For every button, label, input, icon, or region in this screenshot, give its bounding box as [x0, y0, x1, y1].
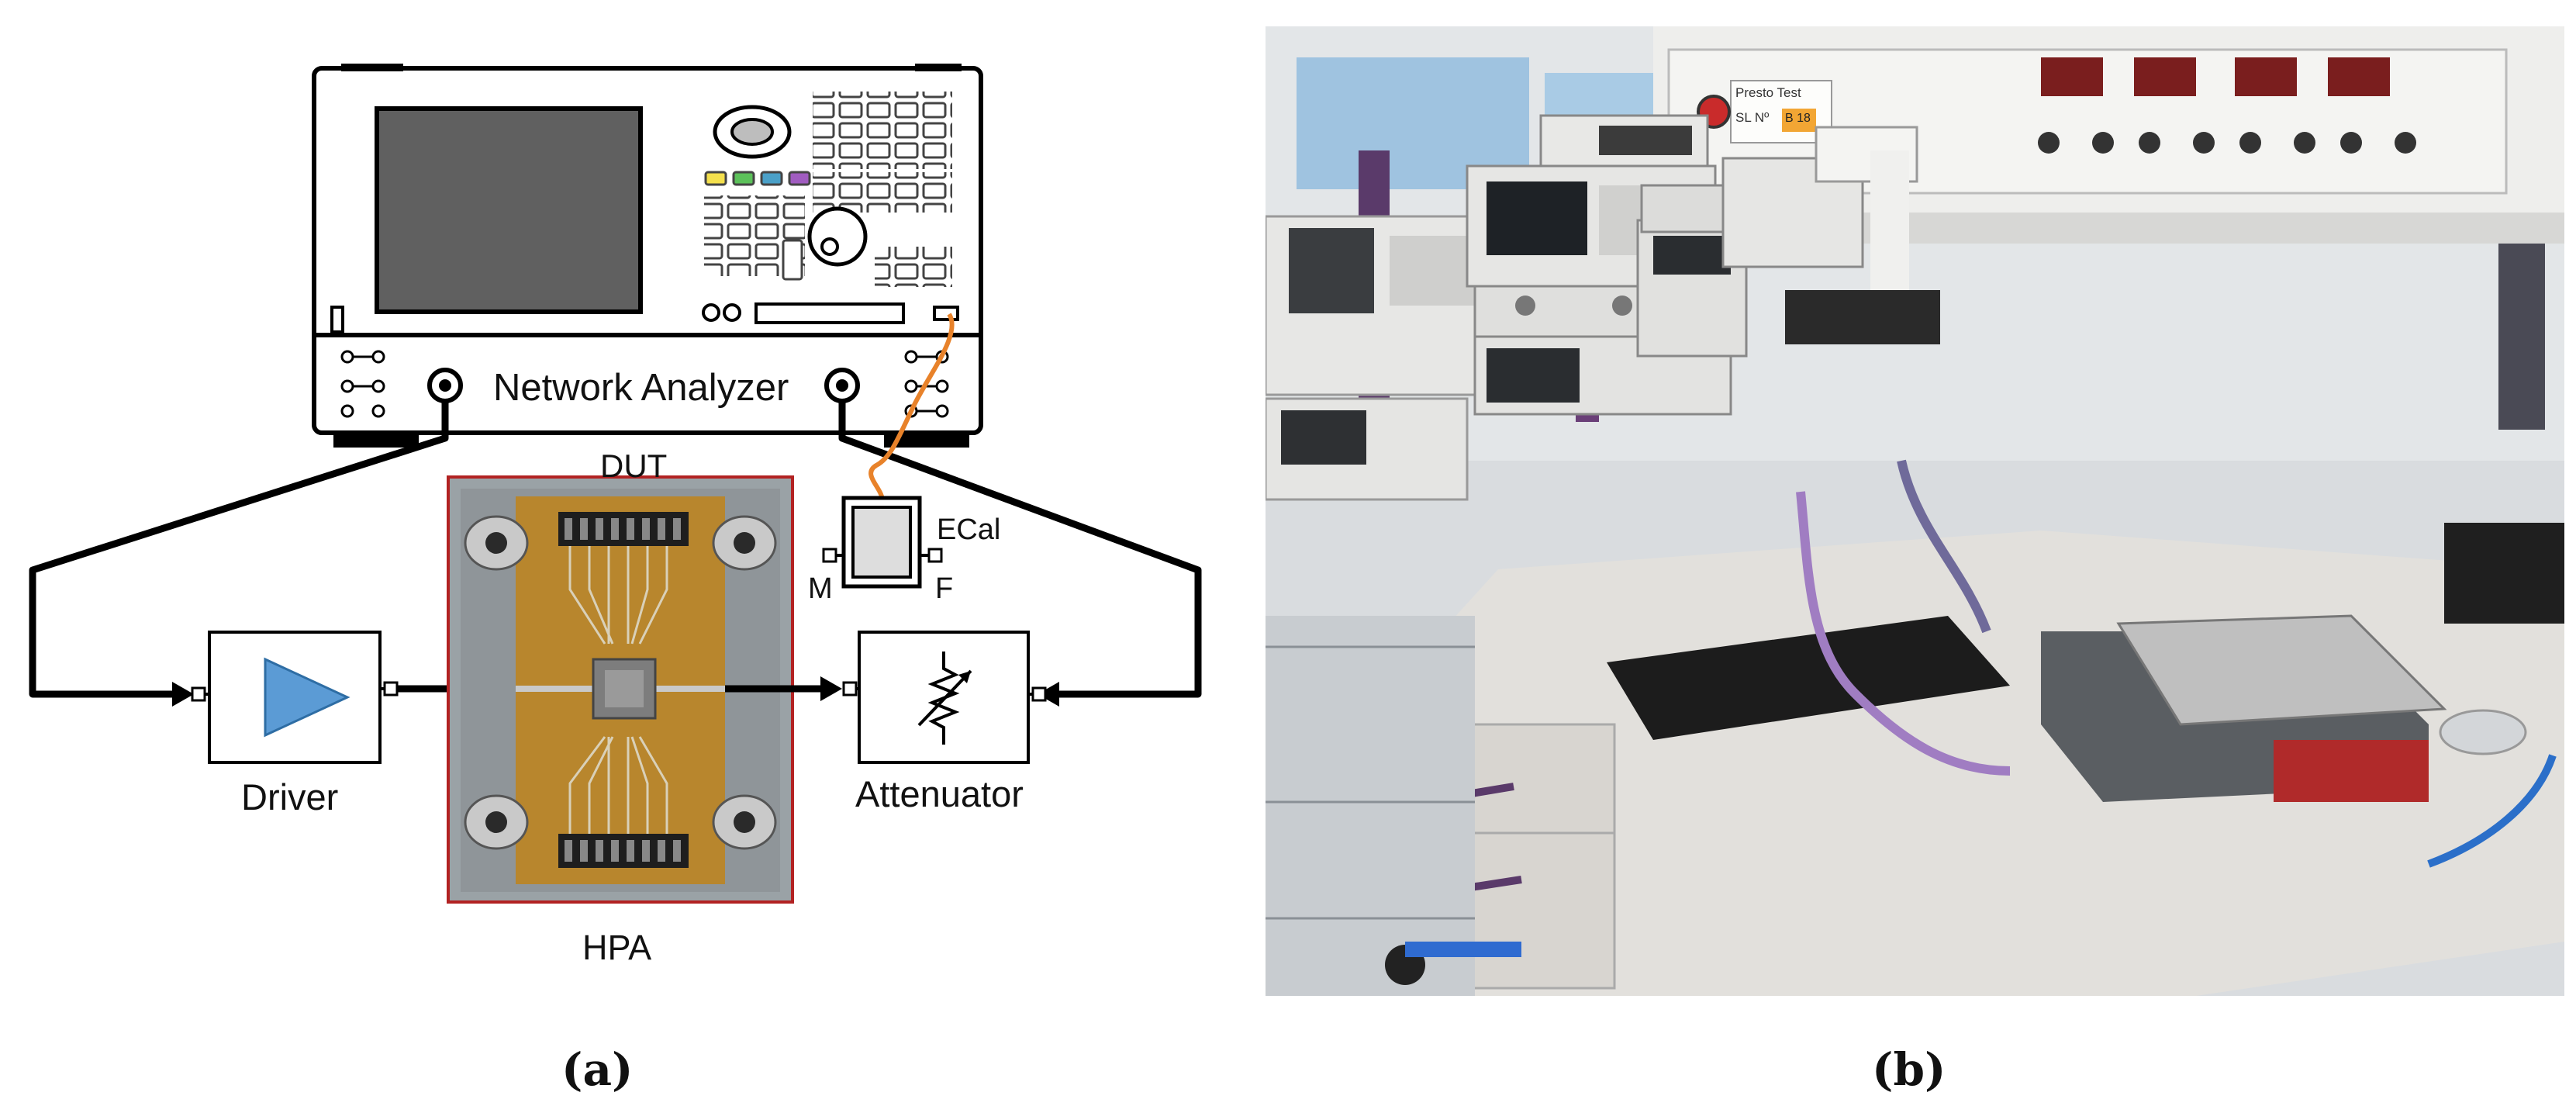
analyzer-screen: [375, 106, 643, 314]
panel-b-lab-photo: Presto Test SL Nº B 18: [1266, 26, 2564, 996]
panel-a-caption: (a): [561, 1043, 634, 1096]
hpa-dut-board: [447, 475, 794, 904]
panel-a-diagram: [29, 64, 1202, 904]
attenuator-label: Attenuator: [855, 773, 1024, 814]
fixture-label-text: Presto Test: [1735, 85, 1801, 100]
serial-value-text: B 18: [1785, 112, 1811, 125]
driver-label: Driver: [241, 776, 339, 817]
amplifier-triangle-icon: [264, 657, 350, 738]
attenuator-block: [842, 631, 1047, 764]
ecal-port-f-label: F: [935, 572, 954, 605]
panel-b-caption: (b): [1872, 1043, 1946, 1096]
ecal-label: ECal: [937, 513, 1001, 546]
ecal-port-m-label: M: [808, 572, 833, 605]
serial-prefix-text: SL Nº: [1735, 110, 1770, 125]
ecal-cable: [868, 313, 955, 503]
driver-amplifier-block: [191, 631, 399, 764]
network-analyzer-instrument: [312, 64, 983, 448]
hpa-label: HPA: [582, 928, 652, 967]
ecal-module: [822, 496, 943, 589]
dut-label: DUT: [600, 448, 668, 484]
network-analyzer-label: Network Analyzer: [493, 367, 789, 409]
